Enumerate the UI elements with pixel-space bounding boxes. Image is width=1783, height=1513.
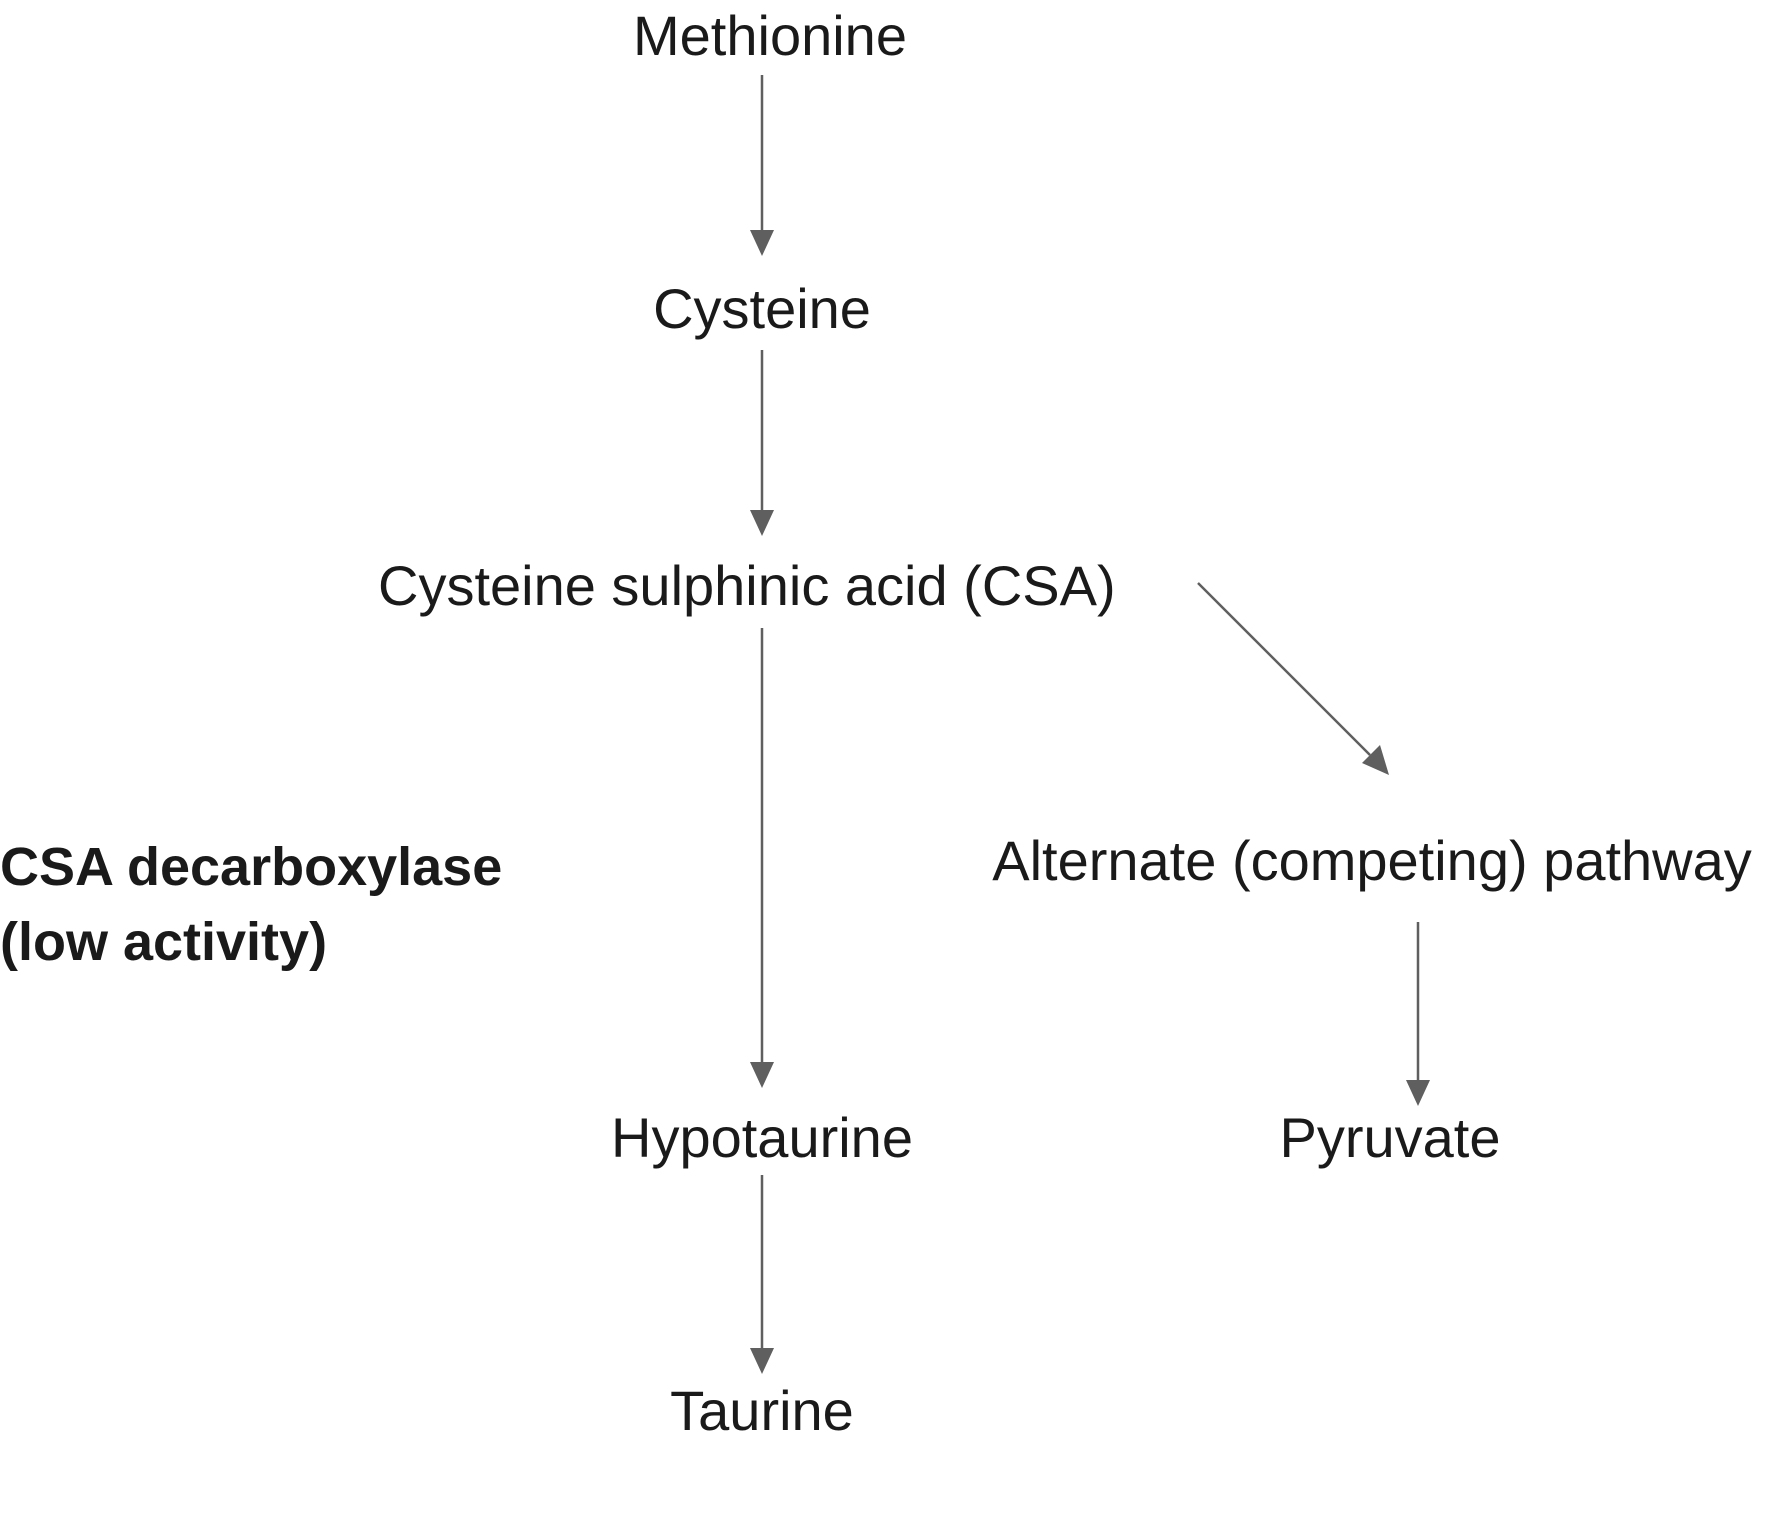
node-csa: Cysteine sulphinic acid (CSA) [378,554,1116,617]
arrow-methionine-to-cysteine [750,75,774,256]
node-alternate-pathway: Alternate (competing) pathway [992,829,1752,892]
arrow-cysteine-to-csa [750,350,774,536]
arrow-csa-to-alternate-pathway [1197,582,1389,775]
enzyme-label-line2: (low activity) [0,912,327,972]
node-cysteine: Cysteine [653,277,871,340]
node-methionine: Methionine [633,4,907,67]
enzyme-label-line1: CSA decarboxylase [0,837,502,897]
arrow-hypotaurine-to-taurine [750,1175,774,1374]
node-pyruvate: Pyruvate [1280,1106,1501,1169]
node-taurine: Taurine [670,1379,854,1442]
arrow-alternate-to-pyruvate [1406,922,1430,1106]
node-hypotaurine: Hypotaurine [611,1106,913,1169]
arrow-csa-to-hypotaurine [750,628,774,1088]
